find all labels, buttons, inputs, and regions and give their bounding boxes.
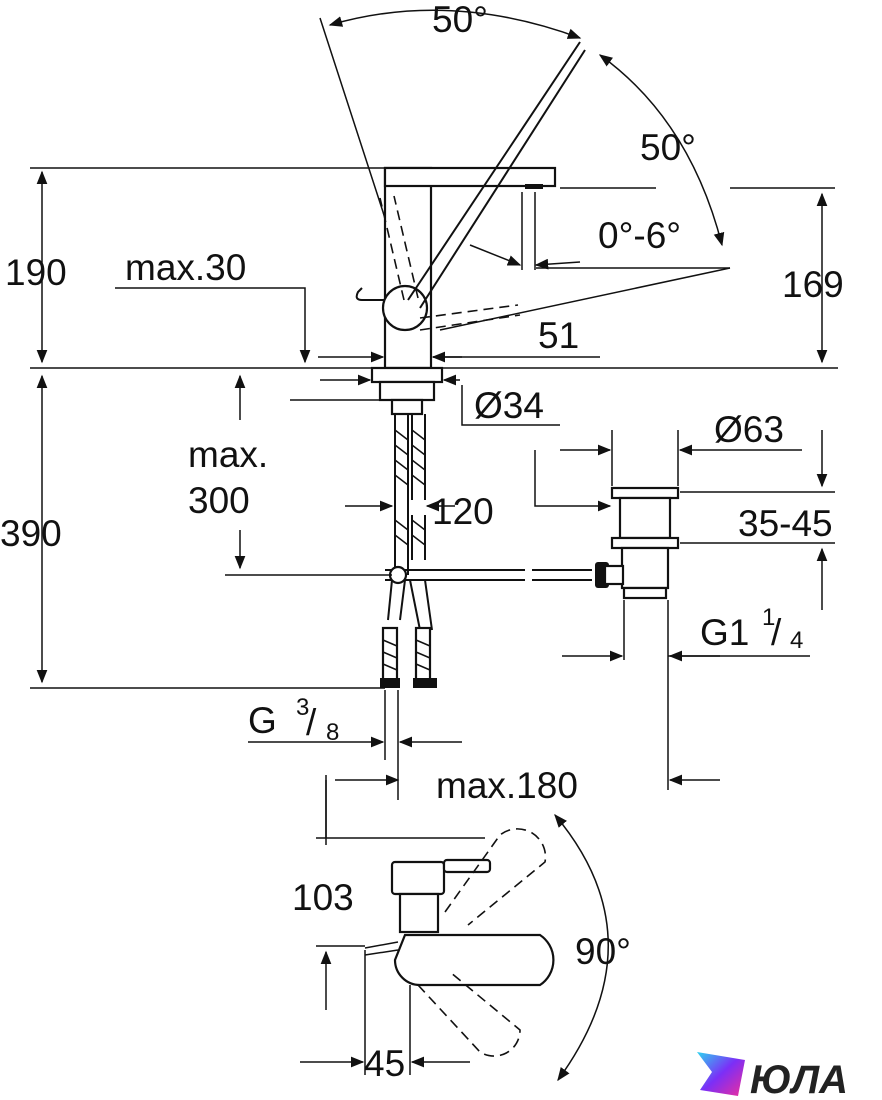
label-width-45: 45 [364,1043,405,1084]
label-length-120: 120 [432,491,494,532]
label-thread-g1-sub: 4 [790,627,803,654]
label-max-30: max.30 [125,247,246,288]
label-angle-right: 50° [640,127,696,168]
label-thread-g38-sup: 3 [296,694,309,721]
label-height-169: 169 [782,264,844,305]
label-angle-90: 90° [575,931,631,972]
dimension-labels: 50° 50° 0°-6° 190 max.30 169 51 Ø34 max.… [0,0,844,1084]
label-thread-g38-sub: 8 [326,719,339,746]
label-height-190: 190 [5,252,67,293]
faucet-top-view [300,774,609,1082]
brand-logo-text: ЮЛА [750,1058,848,1100]
label-max-300-line2: 300 [188,480,250,521]
dimension-lines [30,9,838,800]
label-diameter-34: Ø34 [474,385,544,426]
faucet-side-view [355,41,680,688]
label-max-300-line1: max. [188,434,268,475]
label-thread-g1-slash: / [771,612,782,653]
label-thread-g38: G [248,700,277,741]
brand-logo-icon [697,1052,745,1096]
brand-logo: ЮЛА [697,1052,848,1100]
label-spout-tilt: 0°-6° [598,215,681,256]
label-height-103: 103 [292,877,354,918]
label-thread-g1: G1 [700,612,749,653]
label-thread-g38-slash: / [306,702,317,743]
label-diameter-63: Ø63 [714,409,784,450]
label-angle-top: 50° [432,0,488,40]
label-max-180: max.180 [436,765,578,806]
label-depth-390: 390 [0,513,62,554]
label-depth-51: 51 [538,315,579,356]
label-thread-g1-sup: 1 [762,604,775,631]
label-range-35-45: 35-45 [738,503,833,544]
